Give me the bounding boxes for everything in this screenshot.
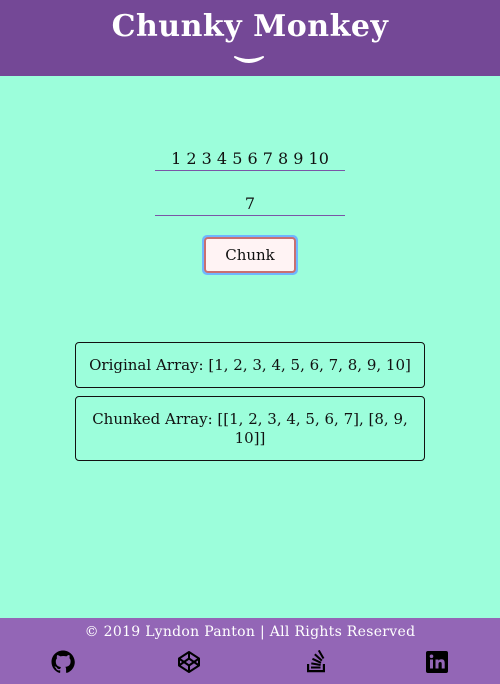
chunked-array-text: Chunked Array: [[1, 2, 3, 4, 5, 6, 7], [… <box>92 409 408 447</box>
chevron-down-icon[interactable] <box>233 55 265 67</box>
chunked-array-box: Chunked Array: [[1, 2, 3, 4, 5, 6, 7], [… <box>75 396 425 461</box>
size-input[interactable] <box>155 191 345 215</box>
size-input-wrapper <box>155 191 345 216</box>
array-input-wrapper <box>155 146 345 171</box>
copyright-text: © 2019 Lyndon Panton | All Rights Reserv… <box>84 624 416 640</box>
array-input[interactable] <box>155 146 345 170</box>
page-title: Chunky Monkey <box>111 9 389 44</box>
codepen-icon[interactable] <box>177 650 201 674</box>
linkedin-icon[interactable] <box>425 650 449 674</box>
original-array-box: Original Array: [1, 2, 3, 4, 5, 6, 7, 8,… <box>75 342 425 388</box>
chunk-button-focus-ring: Chunk <box>202 235 298 275</box>
chunk-button[interactable]: Chunk <box>204 237 296 273</box>
stackoverflow-icon[interactable] <box>304 650 328 674</box>
original-array-text: Original Array: [1, 2, 3, 4, 5, 6, 7, 8,… <box>89 355 411 374</box>
github-icon[interactable] <box>51 650 75 674</box>
app-header: Chunky Monkey <box>0 0 500 76</box>
footer: © 2019 Lyndon Panton | All Rights Reserv… <box>0 618 500 684</box>
